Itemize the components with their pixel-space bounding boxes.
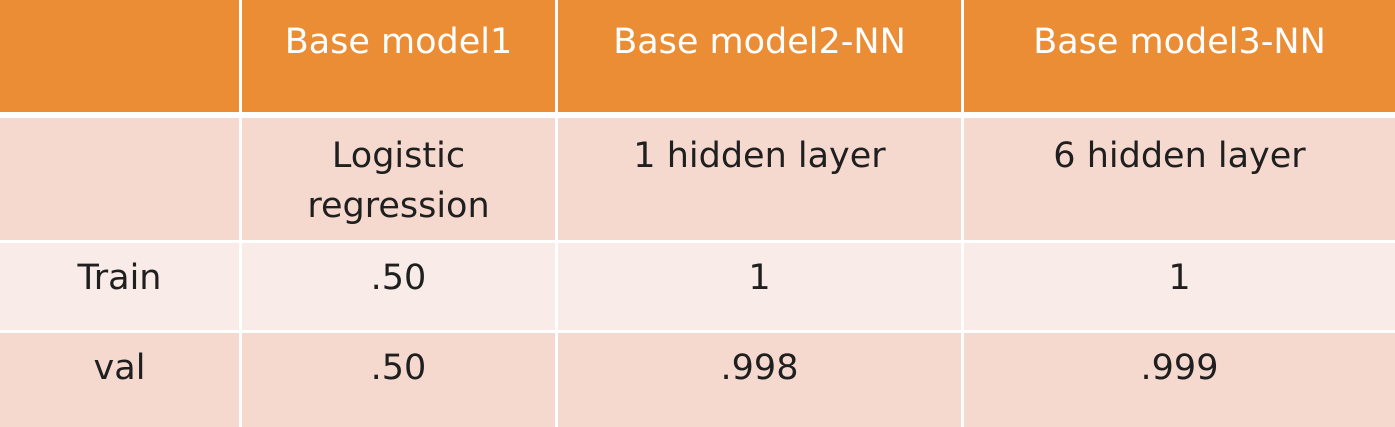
row-label-description — [0, 118, 242, 243]
header-cell-empty — [0, 0, 242, 118]
header-cell-base-model2-nn: Base model2-NN — [558, 0, 964, 118]
row-label-train: Train — [0, 243, 242, 333]
table-cell: Logistic regression — [242, 118, 558, 243]
row-label-val: val — [0, 333, 242, 427]
table-cell: 1 hidden layer — [558, 118, 964, 243]
header-cell-base-model1: Base model1 — [242, 0, 558, 118]
table-cell: .999 — [964, 333, 1395, 427]
table-cell: 6 hidden layer — [964, 118, 1395, 243]
table-cell: 1 — [558, 243, 964, 333]
table-cell: .50 — [242, 243, 558, 333]
table-cell: .50 — [242, 333, 558, 427]
table-cell: 1 — [964, 243, 1395, 333]
table-cell: .998 — [558, 333, 964, 427]
header-cell-base-model3-nn: Base model3-NN — [964, 0, 1395, 118]
